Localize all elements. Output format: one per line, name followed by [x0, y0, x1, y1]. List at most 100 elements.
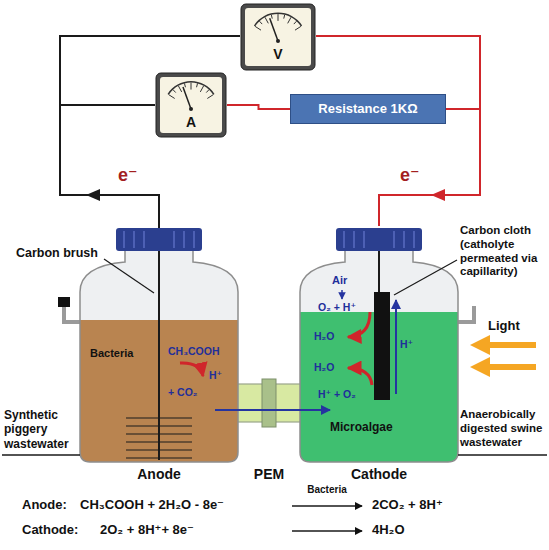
anode-bottle [58, 228, 250, 470]
chemical-label: CH₃COOH [168, 345, 220, 358]
chemical-label: H⁺ + O₂ [318, 388, 356, 401]
leader-line [394, 260, 457, 295]
anode-bottle [123, 231, 125, 248]
meter-scale [168, 81, 215, 95]
carbon-brush [126, 441, 192, 442]
reaction-arrows [215, 409, 330, 411]
meter-tick [173, 90, 176, 93]
carbon-brush [126, 457, 192, 458]
cathode-bottle [290, 228, 474, 472]
cathode-bottle [344, 231, 414, 248]
light-arrows [488, 342, 536, 348]
carbon-brush [126, 449, 192, 450]
meter-tick [196, 83, 198, 87]
gas-label: Air [332, 274, 347, 287]
pem-tube [234, 379, 304, 427]
equation-term: 2O₂ + 8H⁺+ 8e⁻ [100, 522, 194, 538]
equation-term: Anode: [22, 497, 67, 513]
cathode-bottle [300, 250, 458, 462]
cathode-bottle [413, 231, 415, 248]
meter-tick [265, 17, 268, 23]
black-wire [60, 104, 155, 106]
equation-term: Bacteria [307, 484, 346, 496]
carbon-brush [126, 433, 192, 434]
equation-term: Cathode: [22, 522, 78, 538]
meter-needle [183, 87, 191, 109]
carbon-cloth [374, 292, 390, 400]
anode-bottle [64, 306, 80, 322]
electron-arrowhead [431, 189, 445, 201]
electron-label: e⁻ [118, 165, 138, 187]
anode-bottle [143, 231, 145, 248]
equation-arrow [292, 530, 362, 532]
cathode-bottle [353, 231, 355, 248]
black-wire [60, 36, 240, 228]
equation-term: 4H₂O [372, 522, 405, 538]
reaction-arrows [395, 300, 397, 394]
cathode-bottle [458, 306, 474, 322]
equation-arrow [292, 506, 362, 531]
chemical-label: O₂ + H⁺ [318, 301, 356, 314]
chemical-label: H⁺ [209, 369, 222, 382]
organism-label: Microalgae [330, 420, 393, 434]
anode-bottle [124, 231, 194, 248]
light-arrows [470, 335, 490, 355]
chemical-label: + CO₂ [168, 386, 197, 399]
chemical-label: H₂O [314, 330, 334, 343]
ammeter: A [155, 72, 227, 138]
chamber-label: Cathode [351, 466, 407, 483]
reaction-arrows [180, 363, 203, 376]
carbon-cloth [378, 251, 380, 292]
meter-tick [184, 83, 186, 87]
meter-tick [207, 95, 213, 99]
meter-tick [255, 26, 261, 30]
chamber-label: PEM [254, 466, 284, 483]
node-text: A [155, 114, 227, 130]
node-text: Resistance 1KΩ [318, 101, 417, 117]
inflow-label: Synthetic piggery wastewater [4, 408, 82, 451]
reaction-arrows [348, 368, 372, 385]
inflow-line [458, 454, 547, 456]
anode-bottle [58, 297, 70, 307]
pem-tube [262, 379, 276, 427]
chamber-label: Anode [137, 466, 181, 483]
meter-tick [288, 17, 291, 23]
meter-tick [169, 95, 175, 99]
resistor-box: Resistance 1KΩ [290, 94, 446, 124]
organism-label: Bacteria [90, 347, 133, 360]
meter-frame [241, 4, 315, 70]
carbon-brush [126, 425, 192, 426]
cathode-bottle [336, 228, 422, 251]
part-label: Carbon brush [16, 246, 98, 261]
meter-tick [191, 83, 192, 90]
meter-tick [271, 15, 273, 19]
chemical-label: H⁺ [400, 338, 413, 351]
black-wire [60, 36, 240, 228]
anode-bottle [193, 231, 195, 248]
red-wire [446, 108, 480, 110]
part-label: Carbon cloth (catholyte permeated via ca… [460, 224, 544, 279]
meter-pivot [189, 107, 193, 111]
reaction-arrows [348, 312, 370, 337]
meter-needle [270, 18, 278, 41]
cathode-bottle [363, 231, 365, 248]
carbon-brush [158, 251, 160, 460]
anode-bottle [80, 250, 238, 462]
node-text: V [240, 46, 316, 62]
electron-label: e⁻ [400, 165, 420, 187]
cathode-bottle [343, 231, 345, 248]
carbon-brush [126, 417, 192, 418]
cathode-bottle [403, 231, 405, 248]
electron-arrowhead [86, 189, 100, 201]
meter-pivot [276, 39, 280, 43]
meter-frame [156, 73, 226, 137]
cathode-bottle [393, 231, 395, 248]
light-arrows [488, 364, 536, 370]
meter-tick [206, 90, 209, 93]
light-arrows [470, 335, 536, 377]
wire-connector [227, 105, 290, 109]
chemical-label: H₂O [314, 361, 334, 374]
reaction-arrows [341, 290, 343, 299]
voltmeter: V [240, 3, 316, 71]
